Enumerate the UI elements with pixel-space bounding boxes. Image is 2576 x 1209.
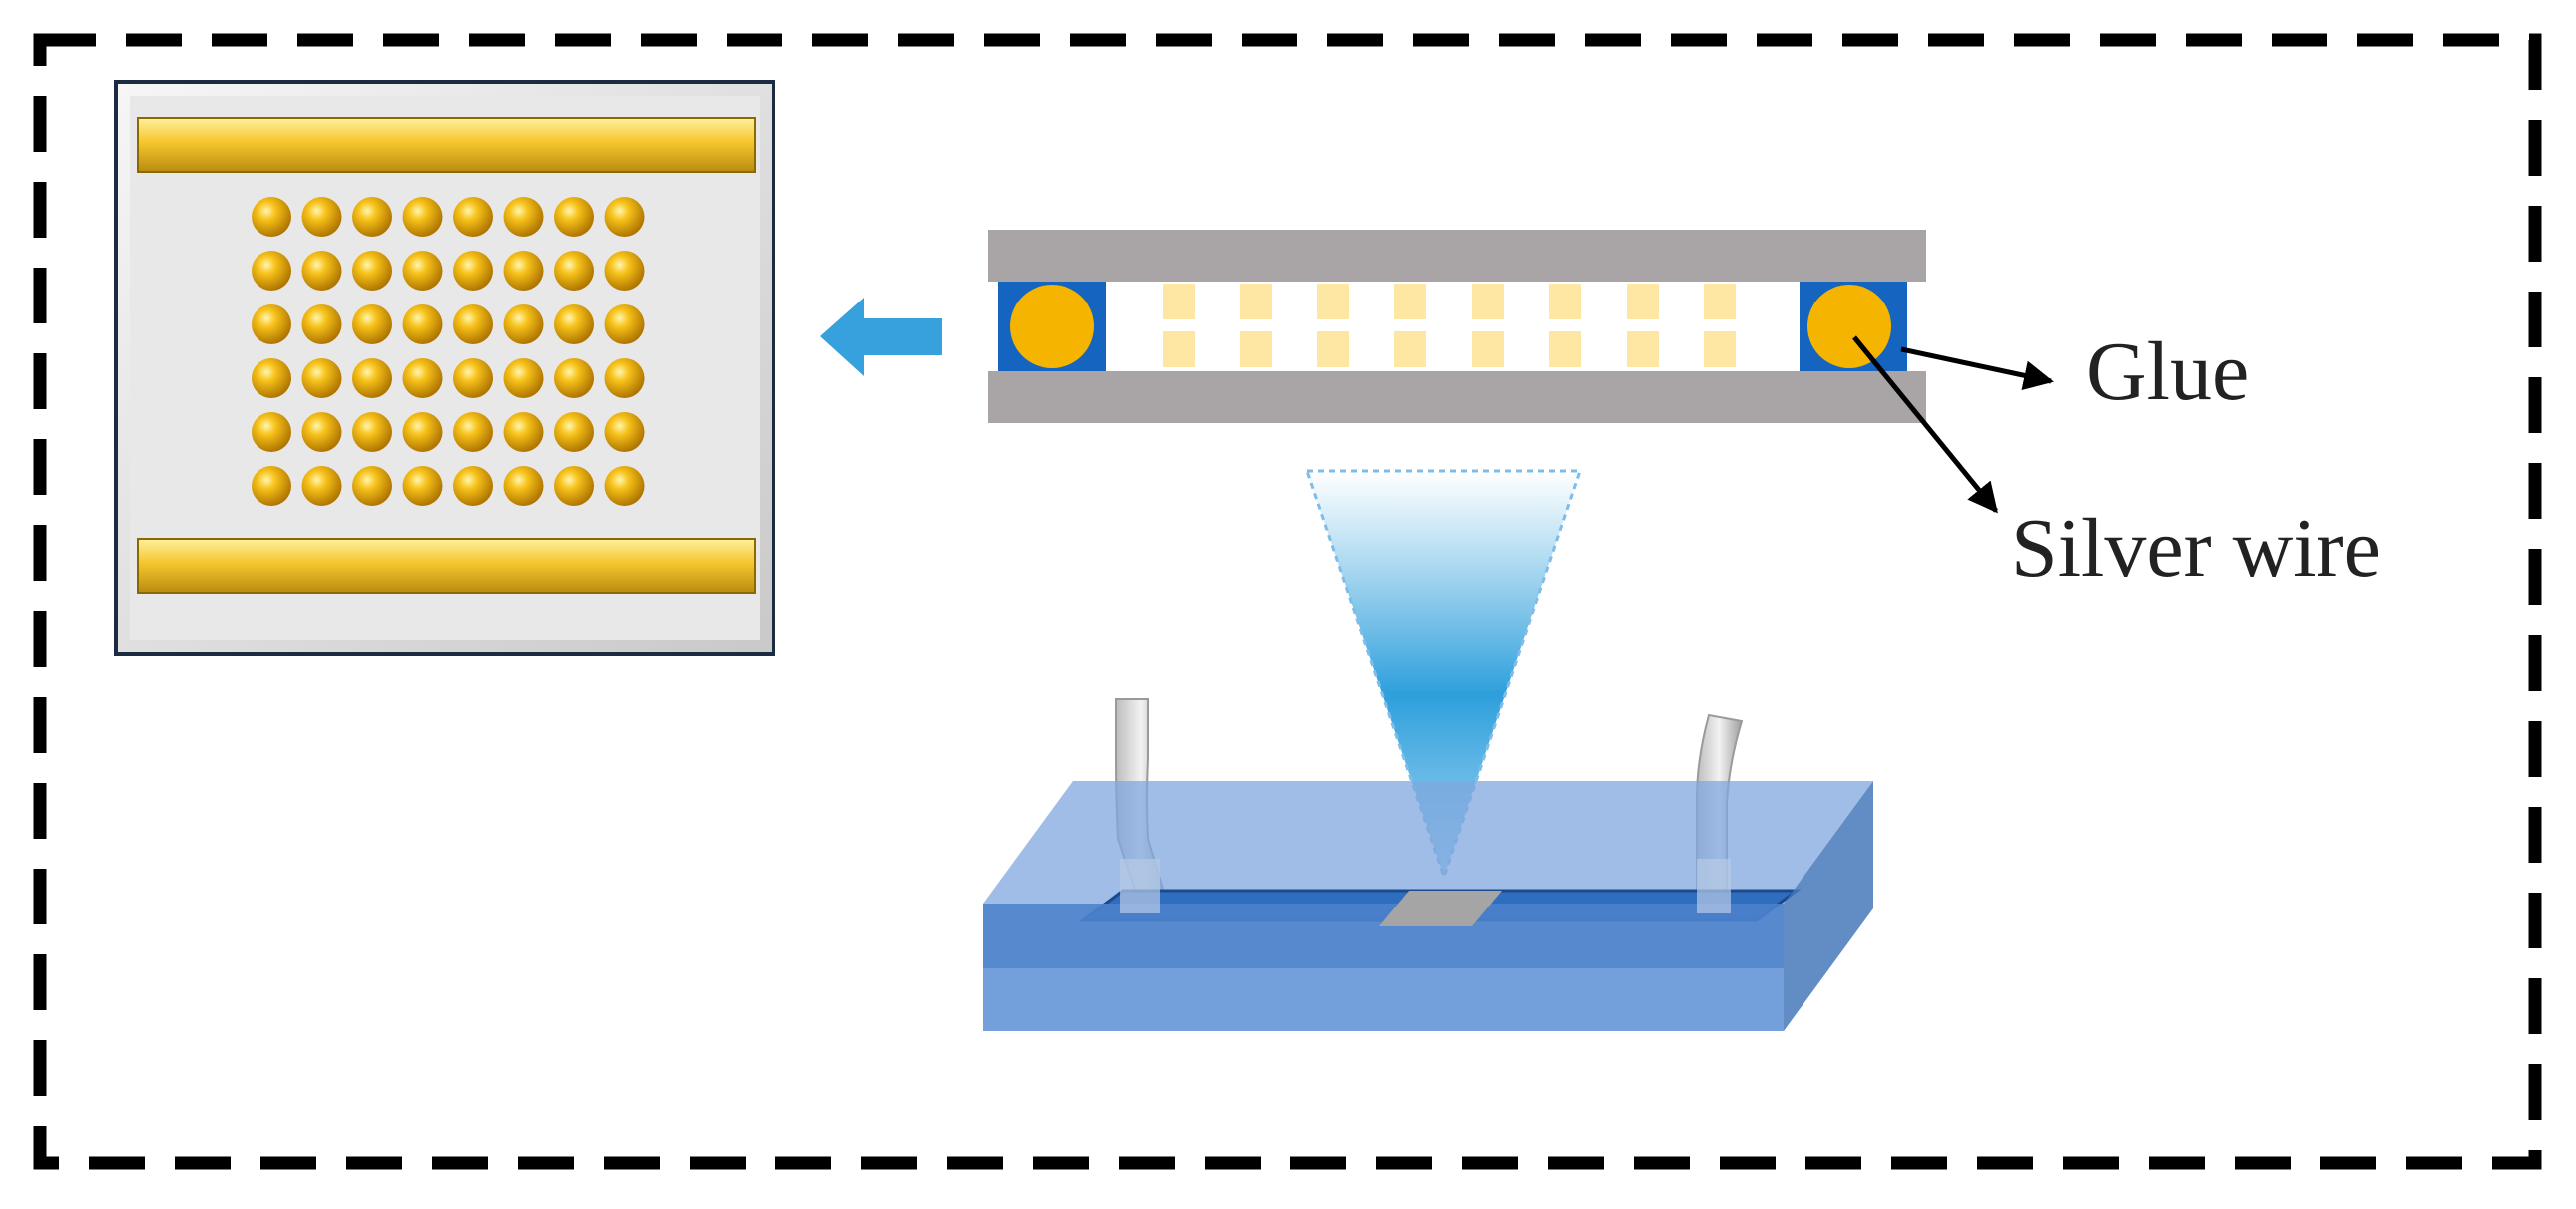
nanosphere bbox=[453, 412, 493, 452]
glue-label: Glue bbox=[2086, 325, 2249, 418]
silver-wire-leader-arrow bbox=[1852, 335, 1998, 514]
silver-wire-left bbox=[1010, 285, 1094, 368]
nanosphere bbox=[453, 304, 493, 344]
nanosphere bbox=[352, 304, 392, 344]
nanosphere bbox=[503, 304, 544, 344]
glue-leader-arrow bbox=[1900, 346, 2054, 391]
patterned-layer bbox=[1163, 284, 1736, 367]
nanosphere bbox=[604, 304, 645, 344]
nanosphere bbox=[252, 466, 291, 506]
nanosphere bbox=[352, 358, 392, 398]
nanosphere bbox=[554, 304, 594, 344]
pattern-square bbox=[1240, 284, 1272, 319]
pattern-square bbox=[1627, 284, 1659, 319]
nanosphere bbox=[453, 466, 493, 506]
nanosphere bbox=[301, 412, 342, 452]
pattern-square bbox=[1472, 284, 1504, 319]
dashed-frame bbox=[33, 33, 2542, 1170]
nanosphere bbox=[352, 466, 392, 506]
pattern-square bbox=[1240, 331, 1272, 367]
pattern-square bbox=[1317, 284, 1349, 319]
nanosphere bbox=[352, 197, 392, 237]
laser-cone bbox=[1304, 469, 1583, 882]
nanosphere bbox=[554, 466, 594, 506]
top-plate bbox=[988, 230, 1926, 282]
nanosphere bbox=[604, 251, 645, 291]
nanosphere bbox=[554, 412, 594, 452]
pattern-square bbox=[1549, 284, 1581, 319]
nanosphere bbox=[554, 251, 594, 291]
nanosphere bbox=[352, 251, 392, 291]
nanosphere bbox=[301, 197, 342, 237]
nanosphere bbox=[503, 466, 544, 506]
nanosphere bbox=[252, 412, 291, 452]
nanosphere bbox=[453, 358, 493, 398]
nanosphere bbox=[252, 197, 291, 237]
pattern-square bbox=[1163, 331, 1195, 367]
nanosphere bbox=[503, 358, 544, 398]
pattern-square bbox=[1472, 331, 1504, 367]
nanosphere bbox=[453, 197, 493, 237]
nanosphere bbox=[252, 358, 291, 398]
nanosphere bbox=[604, 197, 645, 237]
nanosphere bbox=[503, 251, 544, 291]
pattern-square bbox=[1704, 284, 1736, 319]
nanosphere bbox=[604, 412, 645, 452]
nanosphere bbox=[301, 251, 342, 291]
pattern-square bbox=[1549, 331, 1581, 367]
nanosphere bbox=[453, 251, 493, 291]
pattern-square bbox=[1627, 331, 1659, 367]
nanosphere bbox=[554, 358, 594, 398]
nanosphere bbox=[301, 358, 342, 398]
nanosphere bbox=[402, 412, 443, 452]
device-cross-section bbox=[988, 230, 1926, 423]
nanosphere bbox=[503, 197, 544, 237]
pattern-square bbox=[1394, 284, 1426, 319]
nanosphere bbox=[402, 466, 443, 506]
silver-wire-right bbox=[1807, 285, 1891, 368]
nanosphere bbox=[503, 412, 544, 452]
pattern-square bbox=[1163, 284, 1195, 319]
nanosphere bbox=[352, 412, 392, 452]
top-electrode bbox=[137, 117, 756, 173]
pattern-square bbox=[1704, 331, 1736, 367]
left-arrow-icon bbox=[820, 298, 942, 376]
pattern-square bbox=[1394, 331, 1426, 367]
nanosphere bbox=[402, 251, 443, 291]
nanosphere bbox=[604, 358, 645, 398]
chip-top-face bbox=[983, 781, 1873, 904]
chip-side-face bbox=[1784, 781, 1873, 1031]
nanosphere bbox=[402, 358, 443, 398]
bottom-plate bbox=[988, 371, 1926, 423]
nanosphere bbox=[301, 304, 342, 344]
sample-pad bbox=[1379, 891, 1502, 926]
nanosphere bbox=[402, 304, 443, 344]
silver-wire-label: Silver wire bbox=[2011, 502, 2381, 595]
nanosphere bbox=[604, 466, 645, 506]
microfluidic-chip bbox=[983, 698, 1873, 1031]
bottom-electrode bbox=[137, 538, 756, 594]
nanosphere bbox=[554, 197, 594, 237]
nanosphere-array bbox=[252, 197, 645, 506]
nanosphere bbox=[252, 251, 291, 291]
nanosphere bbox=[252, 304, 291, 344]
nanosphere bbox=[301, 466, 342, 506]
nanosphere bbox=[402, 197, 443, 237]
pattern-square bbox=[1317, 331, 1349, 367]
inset-panel bbox=[114, 80, 775, 656]
